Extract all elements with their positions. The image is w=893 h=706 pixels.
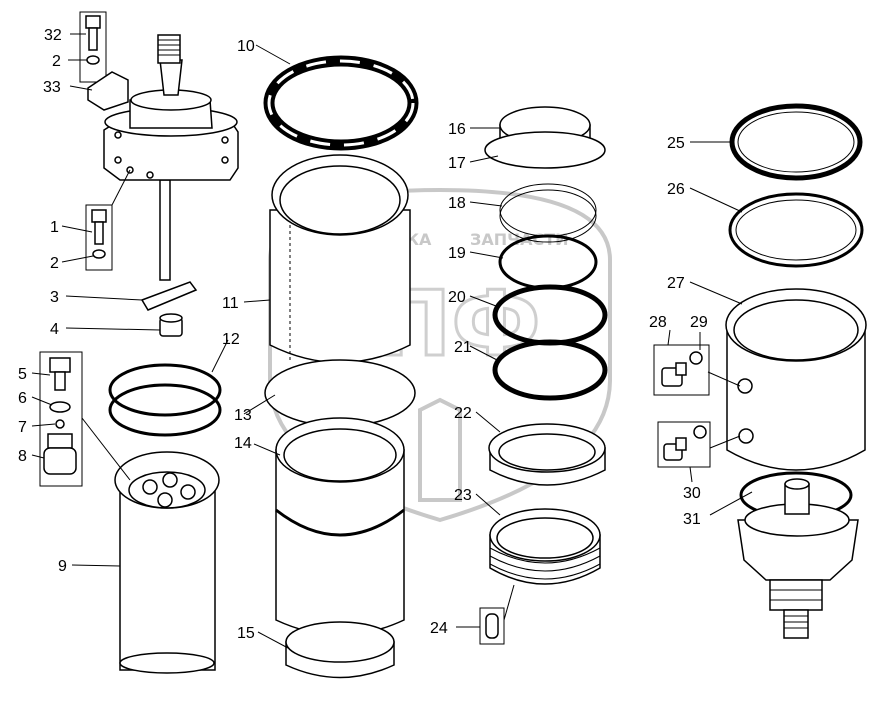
callout-16: 16 <box>448 121 466 138</box>
callout-13: 13 <box>234 407 252 424</box>
bolt-32-group <box>79 11 107 83</box>
callout-26: 26 <box>667 181 685 198</box>
callout-10: 10 <box>237 38 255 55</box>
fitting-group <box>39 351 83 487</box>
watermark-right-text: ЗАПЧАСТИ <box>470 230 569 249</box>
callout-14: 14 <box>234 435 252 452</box>
callout-11: 11 <box>222 295 239 312</box>
callout-28: 28 <box>649 314 667 331</box>
housing-9 <box>114 451 220 674</box>
ring-22 <box>488 423 606 486</box>
flange-shaft-assembly <box>103 34 239 281</box>
valve-assembly <box>737 478 859 639</box>
plug-28-group <box>653 344 710 396</box>
callout-18: 18 <box>448 195 466 212</box>
callout-21: 21 <box>454 339 472 356</box>
nut-4 <box>159 313 183 337</box>
ring-23 <box>489 508 601 585</box>
callout-5: 5 <box>18 366 27 383</box>
callout-4: 4 <box>50 321 59 338</box>
body-27 <box>725 288 867 471</box>
callout-1: 1 <box>50 219 59 236</box>
ring-12 <box>108 363 222 437</box>
callout-24: 24 <box>430 620 448 637</box>
ring-21 <box>492 339 608 401</box>
callout-25: 25 <box>667 135 685 152</box>
callout-30: 30 <box>683 485 701 502</box>
ring-15 <box>285 621 395 679</box>
plug-30-group <box>657 421 711 468</box>
callout-3: 3 <box>50 289 59 306</box>
plate-3 <box>140 281 198 311</box>
ring-13 <box>264 359 416 427</box>
callout-19: 19 <box>448 245 466 262</box>
callout-7: 7 <box>18 419 27 436</box>
callout-33: 33 <box>43 79 61 96</box>
callout-17: 17 <box>448 155 466 172</box>
callout-12: 12 <box>222 331 240 348</box>
callout-23: 23 <box>454 487 472 504</box>
callout-22: 22 <box>454 405 472 422</box>
callout-8: 8 <box>18 448 27 465</box>
callout-15: 15 <box>237 625 255 642</box>
bolt-1-group <box>85 204 113 271</box>
cylinder-14 <box>275 417 405 636</box>
callout-9: 9 <box>58 558 67 575</box>
callout-labels: 32 2 33 1 2 3 4 5 6 7 8 9 10 11 12 13 14… <box>18 27 708 642</box>
ring-25 <box>729 103 863 181</box>
callout-29: 29 <box>690 314 708 331</box>
callout-32: 32 <box>44 27 62 44</box>
sleeve-11 <box>269 154 411 364</box>
ring-10 <box>263 55 419 151</box>
callout-20: 20 <box>448 289 466 306</box>
callout-2-bottom: 2 <box>50 255 59 272</box>
callout-27: 27 <box>667 275 685 292</box>
callout-31: 31 <box>683 511 701 528</box>
bracket-33 <box>87 71 129 111</box>
leader-lines <box>31 33 753 649</box>
ring-17 <box>484 131 606 169</box>
pin-24 <box>479 607 505 645</box>
ring-26 <box>728 192 864 268</box>
callout-6: 6 <box>18 390 27 407</box>
callout-2-top: 2 <box>52 53 61 70</box>
